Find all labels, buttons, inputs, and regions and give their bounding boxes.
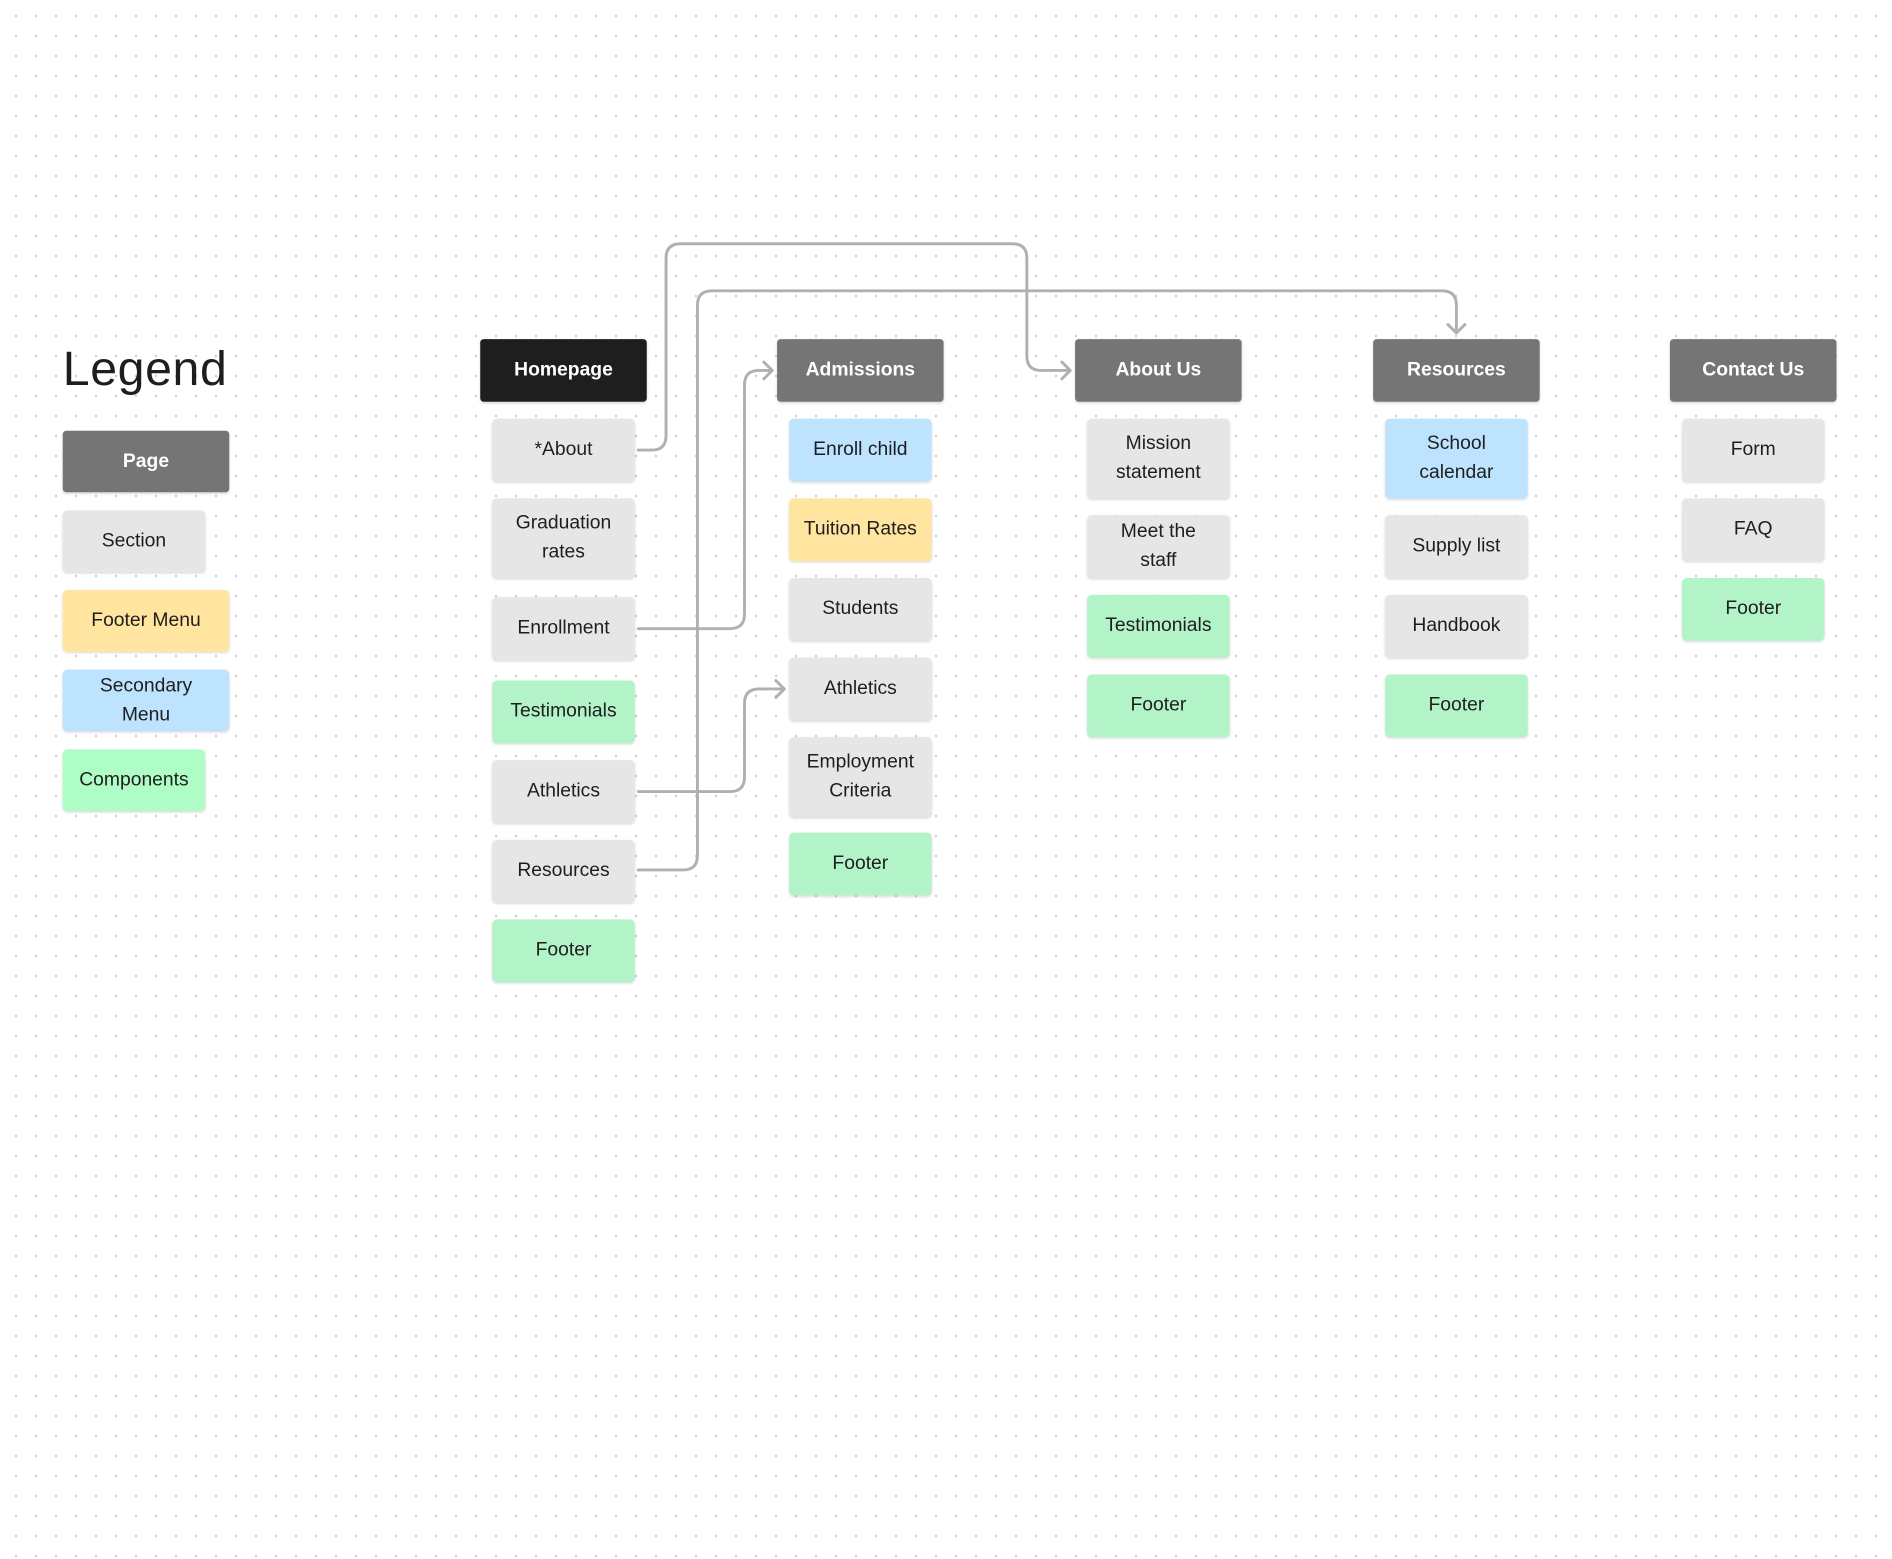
legend-item-section[interactable]: Section — [62, 510, 206, 572]
about-us-footer-card[interactable]: Footer — [1087, 674, 1230, 738]
about-us-mission-statement-card[interactable]: Mission statement — [1087, 418, 1230, 499]
homepage-athletics-card[interactable]: Athletics — [492, 760, 635, 823]
legend-title: Legend — [62, 342, 228, 396]
resources-handbook-card[interactable]: Handbook — [1385, 594, 1528, 658]
page-contact-us[interactable]: Contact Us — [1669, 339, 1837, 402]
contact-us-form-card[interactable]: Form — [1682, 418, 1825, 482]
homepage-graduation-rates-card[interactable]: Graduation rates — [492, 498, 635, 578]
about-us-meet-the-staff-card[interactable]: Meet the staff — [1087, 515, 1230, 578]
page-homepage[interactable]: Homepage — [480, 339, 647, 402]
homepage-footer-card[interactable]: Footer — [492, 919, 635, 983]
connector-athletics-to-admissions-athletics — [636, 679, 786, 793]
legend-item-secondary-menu[interactable]: Secondary Menu — [62, 669, 230, 732]
legend-item-page[interactable]: Page — [62, 430, 230, 493]
contact-us-faq-card[interactable]: FAQ — [1682, 498, 1825, 562]
page-about-us[interactable]: About Us — [1075, 339, 1242, 402]
page-admissions[interactable]: Admissions — [777, 339, 944, 402]
about-us-testimonials-card[interactable]: Testimonials — [1087, 594, 1230, 658]
admissions-tuition-rates-card[interactable]: Tuition Rates — [789, 498, 932, 562]
resources-supply-list-card[interactable]: Supply list — [1385, 515, 1528, 578]
admissions-enroll-child-card[interactable]: Enroll child — [789, 418, 932, 482]
connector-enrollment-to-admissions — [636, 360, 774, 631]
admissions-athletics-card[interactable]: Athletics — [789, 657, 932, 721]
contact-us-footer-card[interactable]: Footer — [1682, 577, 1825, 641]
admissions-students-card[interactable]: Students — [789, 577, 932, 641]
legend-item-components[interactable]: Components — [62, 749, 206, 811]
connector-resources-to-resources-page — [636, 289, 1467, 872]
connector-about-to-about-us — [636, 242, 1072, 452]
homepage-enrollment-card[interactable]: Enrollment — [492, 597, 635, 661]
resources-school-calendar-card[interactable]: School calendar — [1385, 418, 1528, 499]
admissions-employment-criteria-card[interactable]: Employment Criteria — [789, 737, 932, 817]
resources-footer-card[interactable]: Footer — [1385, 674, 1528, 738]
homepage-testimonials-card[interactable]: Testimonials — [492, 680, 635, 744]
homepage-about-card[interactable]: *About — [492, 418, 635, 482]
homepage-resources-card[interactable]: Resources — [492, 839, 635, 903]
legend-item-footer-menu[interactable]: Footer Menu — [62, 590, 230, 652]
admissions-footer-card[interactable]: Footer — [789, 832, 932, 896]
page-resources[interactable]: Resources — [1373, 339, 1540, 402]
